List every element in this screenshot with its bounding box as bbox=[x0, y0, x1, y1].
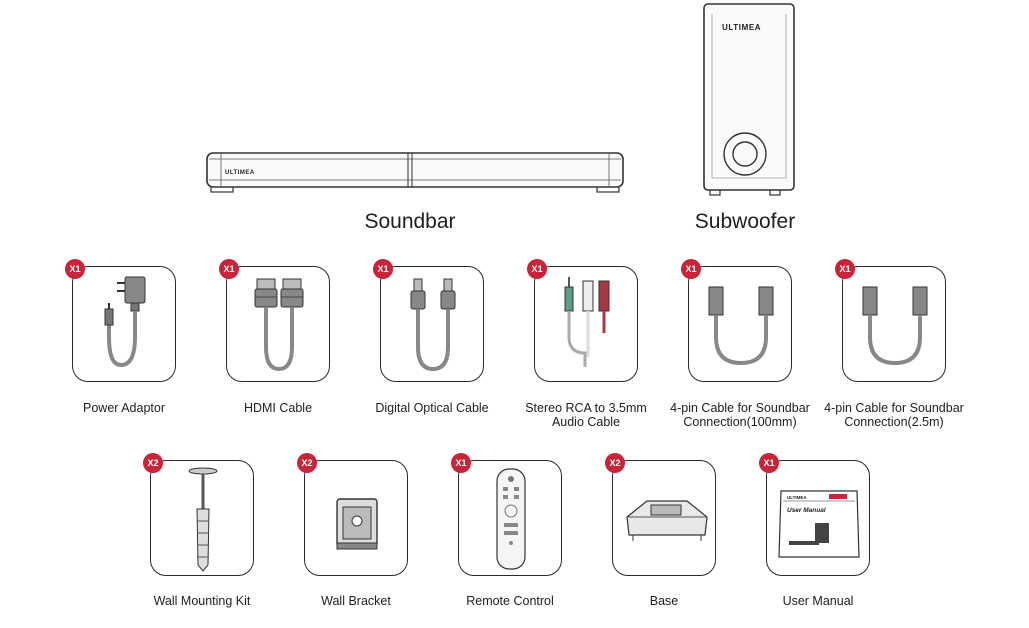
base-label: Base bbox=[649, 594, 679, 608]
manual-title: User Manual bbox=[787, 507, 826, 514]
qty-badge: X1 bbox=[451, 453, 471, 473]
remote-control-label: Remote Control bbox=[466, 594, 554, 608]
wall-bracket-icon bbox=[336, 498, 378, 550]
base-stand-icon bbox=[626, 500, 708, 541]
subwoofer-image: ULTIMEA bbox=[700, 2, 800, 198]
wall-bracket-label: Wall Bracket bbox=[321, 594, 391, 608]
hdmi-cable-card: X1 bbox=[219, 259, 330, 382]
rca-cable-label: Stereo RCA to 3.5mm Audio Cable bbox=[525, 401, 647, 429]
wall-mounting-kit-label: Wall Mounting Kit bbox=[153, 594, 251, 608]
remote-control-card: X1 bbox=[451, 453, 562, 576]
rca-cable-card: X1 bbox=[527, 259, 638, 382]
four-pin-cable-icon bbox=[862, 286, 928, 366]
base-card: X2 bbox=[605, 453, 716, 576]
screw-anchor-icon bbox=[188, 467, 218, 572]
qty-badge: X1 bbox=[373, 259, 393, 279]
power-adaptor-icon bbox=[104, 276, 146, 368]
subwoofer-brand: ULTIMEA bbox=[722, 23, 762, 32]
hdmi-cable-icon bbox=[254, 278, 304, 372]
optical-cable-card: X1 bbox=[373, 259, 484, 382]
subwoofer-label: Subwoofer bbox=[694, 210, 796, 233]
qty-badge: X1 bbox=[527, 259, 547, 279]
optical-cable-label: Digital Optical Cable bbox=[375, 401, 489, 415]
rca-cable-icon bbox=[564, 277, 610, 367]
qty-badge: X2 bbox=[143, 453, 163, 473]
soundbar-image: ULTIMEA bbox=[205, 150, 625, 194]
qty-badge: X1 bbox=[681, 259, 701, 279]
soundbar-label: Soundbar bbox=[364, 210, 456, 233]
qty-badge: X2 bbox=[297, 453, 317, 473]
four-pin-2-5m-label: 4-pin Cable for Soundbar Connection(2.5m… bbox=[824, 401, 964, 429]
remote-control-icon bbox=[496, 468, 526, 570]
four-pin-100mm-label: 4-pin Cable for Soundbar Connection(100m… bbox=[670, 401, 810, 429]
optical-cable-icon bbox=[410, 278, 456, 372]
soundbar-brand: ULTIMEA bbox=[225, 170, 255, 176]
four-pin-cable-icon bbox=[708, 286, 774, 366]
user-manual-icon bbox=[778, 490, 860, 558]
hdmi-cable-label: HDMI Cable bbox=[243, 401, 313, 415]
power-adaptor-label: Power Adaptor bbox=[83, 401, 165, 415]
qty-badge: X1 bbox=[219, 259, 239, 279]
qty-badge: X1 bbox=[759, 453, 779, 473]
four-pin-2-5m-card: X1 bbox=[835, 259, 946, 382]
qty-badge: X2 bbox=[605, 453, 625, 473]
manual-brand: ULTIMEA bbox=[787, 495, 807, 500]
user-manual-card: X1 ULTIMEA User Manual bbox=[759, 453, 870, 576]
four-pin-100mm-card: X1 bbox=[681, 259, 792, 382]
power-adaptor-card: X1 bbox=[65, 259, 176, 382]
user-manual-label: User Manual bbox=[782, 594, 854, 608]
wall-bracket-card: X2 bbox=[297, 453, 408, 576]
qty-badge: X1 bbox=[835, 259, 855, 279]
qty-badge: X1 bbox=[65, 259, 85, 279]
wall-mounting-kit-card: X2 bbox=[143, 453, 254, 576]
